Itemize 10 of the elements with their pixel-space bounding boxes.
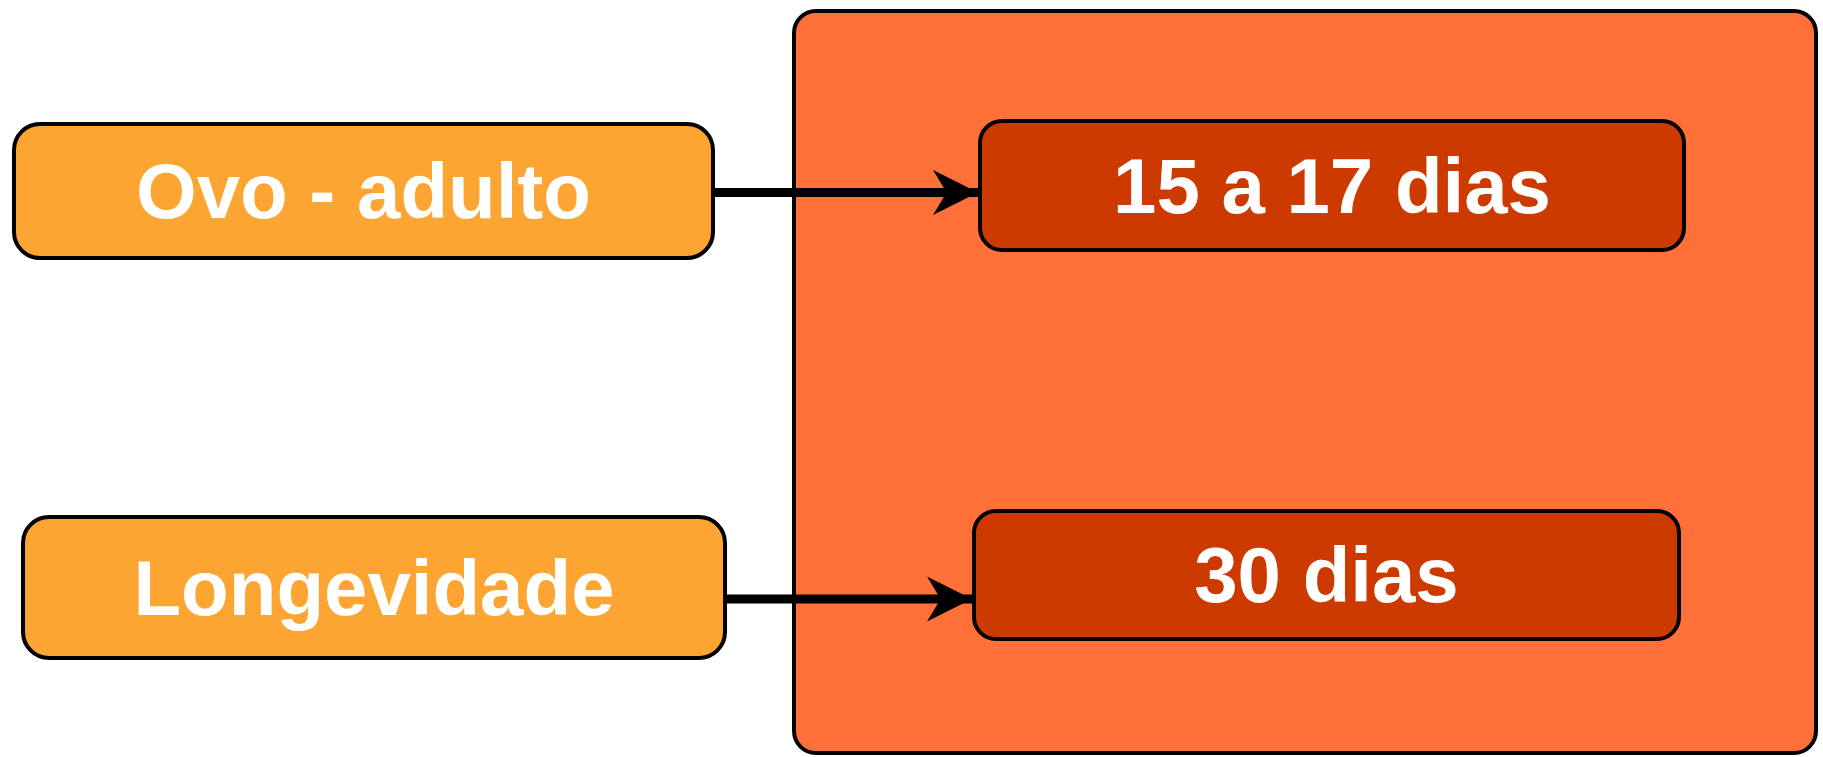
value-box bbox=[978, 119, 1686, 252]
arrow bbox=[715, 170, 978, 215]
arrow bbox=[727, 576, 972, 622]
panel bbox=[792, 9, 1818, 755]
value-box bbox=[972, 509, 1681, 641]
label-box bbox=[12, 122, 715, 260]
node-text: Ovo - adulto bbox=[136, 152, 591, 230]
label-box bbox=[21, 515, 727, 660]
node-text: 15 a 17 dias bbox=[1113, 146, 1551, 225]
node-text: 30 dias bbox=[1194, 536, 1459, 614]
